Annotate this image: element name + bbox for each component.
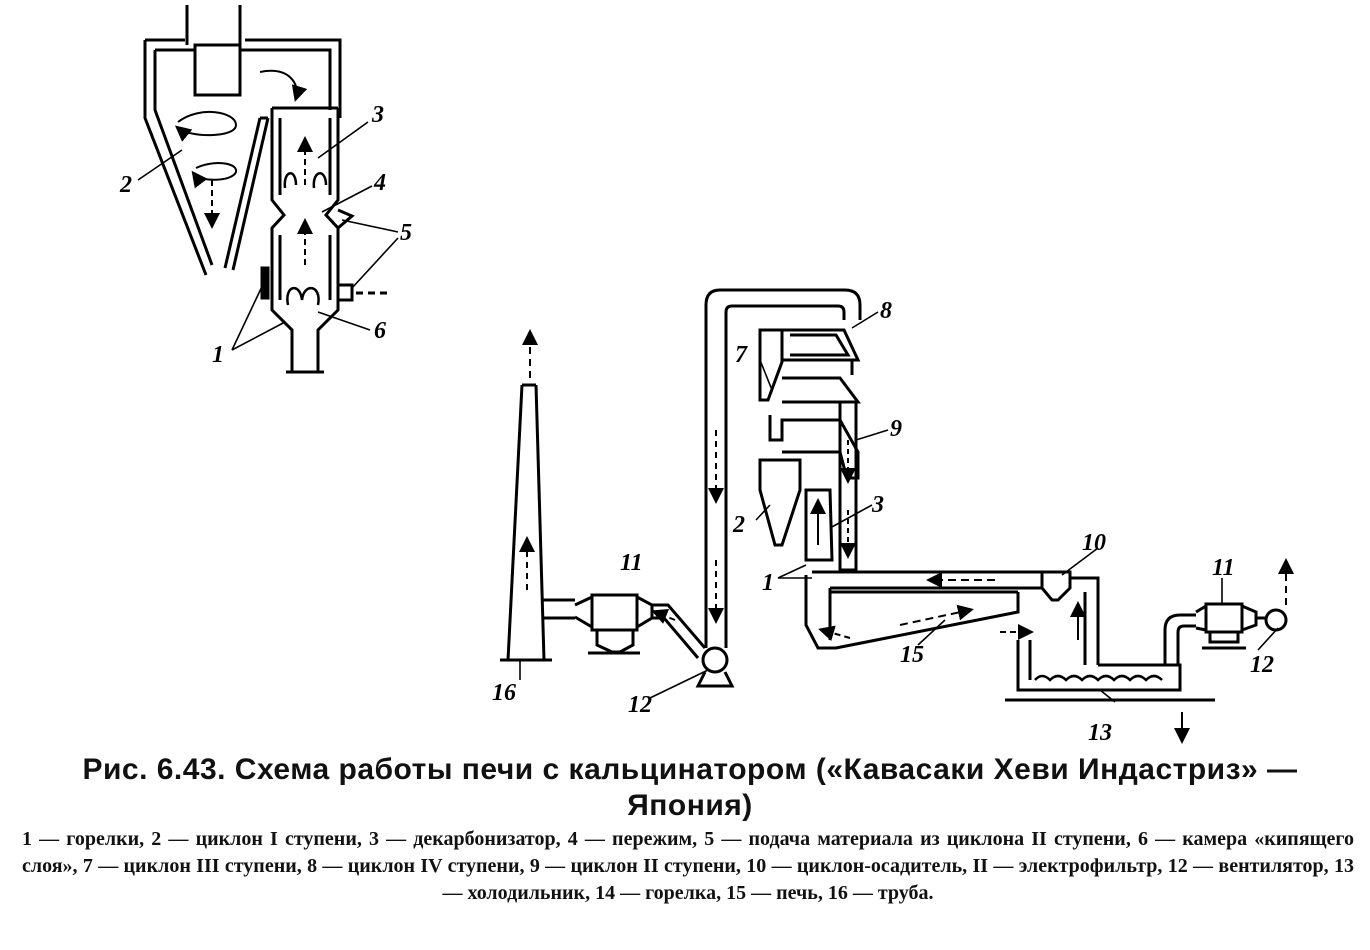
plant-scheme bbox=[500, 288, 1294, 744]
duct-cooler-to-filter bbox=[1163, 613, 1196, 665]
calciner bbox=[804, 488, 834, 562]
detail-feed-nozzle-lower bbox=[338, 283, 354, 302]
detail-feed-nozzle-upper bbox=[337, 208, 355, 230]
detail-gas-pipe bbox=[185, 5, 242, 97]
label-detail-1: 1 bbox=[212, 342, 224, 368]
label-detail-4: 4 bbox=[373, 170, 386, 196]
label-scheme-3: 3 bbox=[871, 492, 884, 518]
fan-left bbox=[695, 646, 735, 688]
flow-to-filter bbox=[651, 609, 676, 624]
chimney bbox=[500, 383, 552, 662]
detail-fluidized-bed bbox=[286, 287, 320, 306]
label-scheme-11-left: 11 bbox=[620, 550, 643, 576]
kiln-calciner-diagram: 2 3 4 5 6 1 bbox=[119, 5, 1294, 745]
label-scheme-10: 10 bbox=[1082, 530, 1106, 556]
label-detail-3: 3 bbox=[371, 102, 384, 128]
detail-burner-flame bbox=[283, 172, 328, 189]
label-scheme-2: 2 bbox=[732, 512, 745, 538]
label-scheme-9: 9 bbox=[890, 416, 902, 442]
cyclone-stage-1 bbox=[758, 458, 802, 547]
label-detail-2: 2 bbox=[119, 172, 132, 198]
label-scheme-15: 15 bbox=[900, 642, 924, 668]
label-scheme-13: 13 bbox=[1088, 720, 1112, 745]
scheme-leader-lines bbox=[519, 311, 1279, 703]
calciner-detail-view bbox=[137, 5, 399, 374]
label-scheme-1: 1 bbox=[762, 570, 774, 596]
detail-flow-arc bbox=[259, 69, 308, 102]
tower-downcomer bbox=[838, 402, 858, 572]
cyclone-stage-2-frame bbox=[768, 415, 860, 480]
cyclone-separator bbox=[1040, 570, 1100, 665]
label-scheme-7: 7 bbox=[735, 342, 748, 368]
detail-burner-left bbox=[260, 266, 270, 300]
clinker-cooler bbox=[1005, 640, 1215, 702]
label-scheme-16: 16 bbox=[492, 680, 516, 706]
electrofilter-right bbox=[1195, 602, 1258, 650]
detail-flow-swirl-mid bbox=[191, 162, 237, 189]
figure-caption-title: Рис. 6.43. Схема работы печи с кальцинат… bbox=[82, 753, 1298, 822]
label-scheme-12-right: 12 bbox=[1250, 652, 1274, 678]
figure-legend: 1 — горелки, 2 — циклон I ступени, 3 — д… bbox=[22, 828, 1354, 904]
cyclone-stage-3 bbox=[758, 328, 861, 404]
cyclone-stage-4 bbox=[780, 328, 861, 375]
label-scheme-12-left: 12 bbox=[628, 692, 652, 718]
duct-filter-to-fan bbox=[652, 603, 707, 659]
label-scheme-11-right: 11 bbox=[1212, 555, 1235, 581]
detail-leader-lines bbox=[137, 121, 399, 351]
fan-right bbox=[1256, 608, 1288, 632]
duct-filter-to-chimney bbox=[542, 598, 575, 620]
electrofilter-left bbox=[574, 593, 654, 655]
detail-cyclone-housing bbox=[143, 38, 342, 276]
detail-flow-swirl-top bbox=[174, 110, 238, 142]
label-detail-6: 6 bbox=[374, 318, 386, 344]
riser-duct bbox=[704, 288, 862, 648]
kiln-outlet-flow bbox=[818, 625, 851, 641]
rotary-kiln bbox=[804, 570, 1044, 650]
label-detail-5: 5 bbox=[400, 220, 412, 246]
label-scheme-8: 8 bbox=[880, 298, 892, 324]
kiln-material-flow bbox=[899, 604, 974, 626]
